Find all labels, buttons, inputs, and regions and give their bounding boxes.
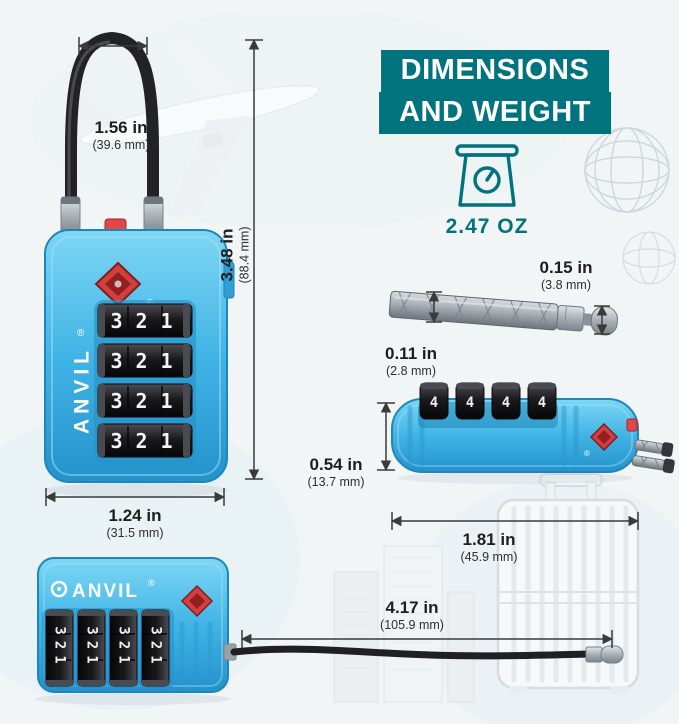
dim-metric: (2.8 mm) xyxy=(385,364,436,379)
dim-label-body-width: 1.24 in (31.5 mm) xyxy=(107,505,164,542)
dim-label-thickness: 0.54 in (13.7 mm) xyxy=(308,454,365,491)
side-dial-column: 321 xyxy=(77,609,106,687)
cable-ferrule xyxy=(556,304,585,332)
side-dial-column: 321 xyxy=(141,609,170,687)
svg-text:321: 321 xyxy=(110,309,185,333)
dim-label-cable-diameter: 0.11 in (2.8 mm) xyxy=(385,343,437,380)
dial-row: 321 xyxy=(97,303,193,338)
dim-label-height: 3.48 in (88.4 mm) xyxy=(217,227,254,284)
globe-wireframe-small xyxy=(622,231,676,285)
dim-metric: (31.5 mm) xyxy=(106,526,164,541)
dim-value: 4.17 in xyxy=(385,598,439,617)
dim-label-tip-diameter: 0.15 in (3.8 mm) xyxy=(540,257,593,294)
side-dial-column: 321 xyxy=(45,609,74,687)
dial-row: 321 xyxy=(97,423,193,458)
dim-metric: (39.6 mm) xyxy=(92,138,150,153)
dim-value: 1.24 in xyxy=(108,506,162,525)
dim-value: 0.54 in xyxy=(309,455,363,474)
reset-button xyxy=(626,418,638,432)
top-view-lock: 4 4 4 4 ® xyxy=(391,382,675,474)
registered-mark: ® xyxy=(584,449,590,458)
cable-stubs xyxy=(631,439,675,474)
svg-text:321: 321 xyxy=(110,349,185,373)
scale-icon xyxy=(455,144,519,207)
dim-label-loop-width: 1.56 in (39.6 mm) xyxy=(93,117,150,154)
side-dial-column: 321 xyxy=(109,609,138,687)
tsa-diamond-logo xyxy=(589,422,619,452)
side-latch xyxy=(223,261,235,299)
dim-metric: (45.9 mm) xyxy=(460,550,518,565)
airplane-silhouette xyxy=(62,39,320,217)
dim-label-cable-length: 4.17 in (105.9 mm) xyxy=(380,597,444,634)
dim-value: 1.81 in xyxy=(462,530,516,549)
cable-loop xyxy=(65,31,159,244)
tsa-diamond-logo xyxy=(94,261,142,307)
svg-text:4: 4 xyxy=(502,395,510,411)
cable-tip xyxy=(590,306,618,336)
braided-cable xyxy=(388,290,559,331)
svg-text:4: 4 xyxy=(538,395,546,411)
svg-text:4: 4 xyxy=(466,395,474,411)
brand-text-vertical: ANVIL xyxy=(71,346,94,434)
svg-text:321: 321 xyxy=(110,429,185,453)
dim-metric: (3.8 mm) xyxy=(540,278,591,293)
svg-text:321: 321 xyxy=(148,626,164,669)
banner: DIMENSIONS AND WEIGHT xyxy=(379,50,611,134)
long-cable xyxy=(230,645,592,660)
side-lock-shadow xyxy=(35,693,231,705)
dim-metric: (105.9 mm) xyxy=(380,618,444,633)
dim-value: 0.15 in xyxy=(539,258,593,277)
brand-emblem xyxy=(50,580,68,598)
svg-text:321: 321 xyxy=(110,389,185,413)
dial-row: 321 xyxy=(97,343,193,378)
brand-text: ANVIL xyxy=(72,581,139,602)
dial-row: 321 xyxy=(97,383,193,418)
top-dial-wheel: 4 xyxy=(455,382,485,420)
top-dial-wheel: 4 xyxy=(419,382,449,420)
dim-metric: (13.7 mm) xyxy=(307,475,365,490)
long-cable-ferrule xyxy=(585,646,603,663)
dim-value: 3.48 in xyxy=(217,228,237,282)
dim-metric: (88.4 mm) xyxy=(237,226,252,284)
main-lock-shadow xyxy=(44,483,228,497)
long-cable-tip xyxy=(600,645,624,664)
top-dial-wheel: 4 xyxy=(491,382,521,420)
cable-closeup xyxy=(388,290,618,336)
banner-line-2: AND WEIGHT xyxy=(379,91,611,134)
tsa-diamond-logo xyxy=(180,584,214,618)
top-dial-wheel: 4 xyxy=(527,382,557,420)
weight-label: 2.47 OZ xyxy=(445,215,529,238)
registered-mark: ® xyxy=(77,328,85,339)
dim-value: 1.56 in xyxy=(94,118,148,137)
svg-text:321: 321 xyxy=(116,626,132,669)
registered-mark: ® xyxy=(148,578,155,588)
globe-wireframe-large xyxy=(584,127,670,213)
main-lock: ® ANVIL ® 321 321 xyxy=(44,31,235,483)
top-view-shadow xyxy=(397,472,633,484)
dim-value: 0.11 in xyxy=(385,344,437,363)
banner-line-1: DIMENSIONS xyxy=(380,50,610,92)
svg-text:4: 4 xyxy=(430,395,438,411)
side-lock: ANVIL ® 321 321 xyxy=(37,557,624,693)
svg-text:321: 321 xyxy=(52,626,68,669)
dim-label-body-length: 1.81 in (45.9 mm) xyxy=(461,529,518,566)
svg-text:321: 321 xyxy=(84,626,100,669)
